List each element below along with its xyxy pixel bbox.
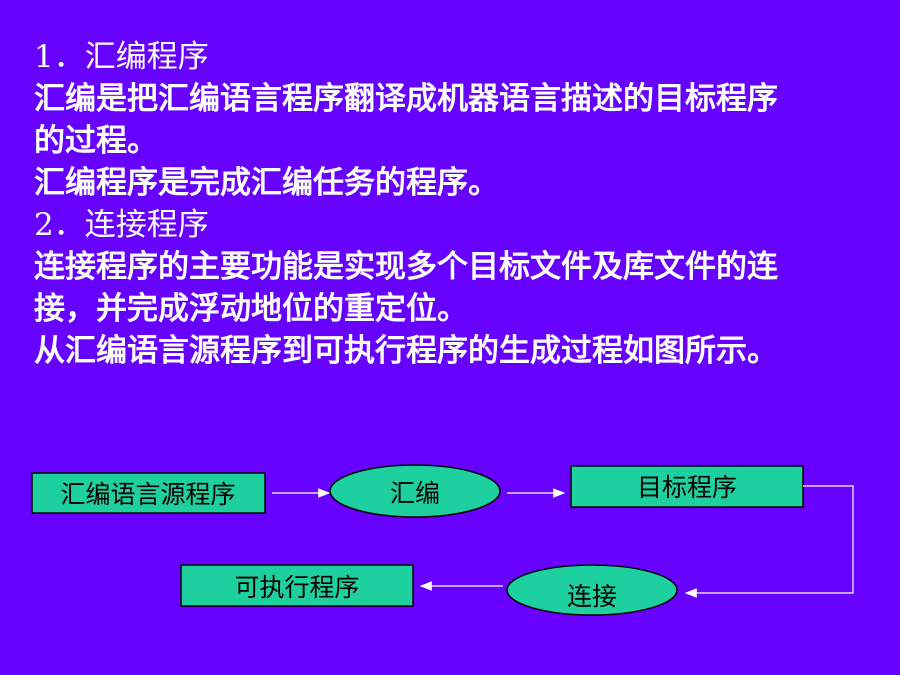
link-step-label: 连接 — [567, 582, 617, 611]
assembler-definition-line-2: 的过程。 — [34, 123, 158, 159]
link-step-ellipse — [506, 564, 678, 616]
assembler-program-description: 汇编程序是完成汇编任务的程序。 — [34, 165, 499, 201]
assembler-definition-line-1: 汇编是把汇编语言程序翻译成机器语言描述的目标程序 — [34, 81, 778, 117]
source-program-label: 汇编语言源程序 — [60, 480, 235, 509]
heading-assembler: 1．汇编程序 — [34, 39, 209, 75]
executable-program-box — [180, 564, 414, 607]
object-program-box — [570, 465, 804, 508]
linker-description-line-2: 接，并完成浮动地位的重定位。 — [34, 291, 468, 327]
executable-program-label: 可执行程序 — [234, 573, 359, 602]
object-program-label: 目标程序 — [637, 473, 737, 502]
slide-text: 1．汇编程序 汇编是把汇编语言程序翻译成机器语言描述的目标程序 的过程。 汇编程… — [34, 36, 884, 372]
linker-description-line-1: 连接程序的主要功能是实现多个目标文件及库文件的连 — [34, 249, 778, 285]
assemble-step-label: 汇编 — [390, 479, 440, 508]
arrow-object-to-link — [684, 485, 854, 598]
process-description: 从汇编语言源程序到可执行程序的生成过程如图所示。 — [34, 333, 778, 369]
assemble-step-ellipse — [329, 464, 501, 518]
heading-linker: 2．连接程序 — [34, 207, 209, 243]
source-program-box — [31, 472, 266, 514]
